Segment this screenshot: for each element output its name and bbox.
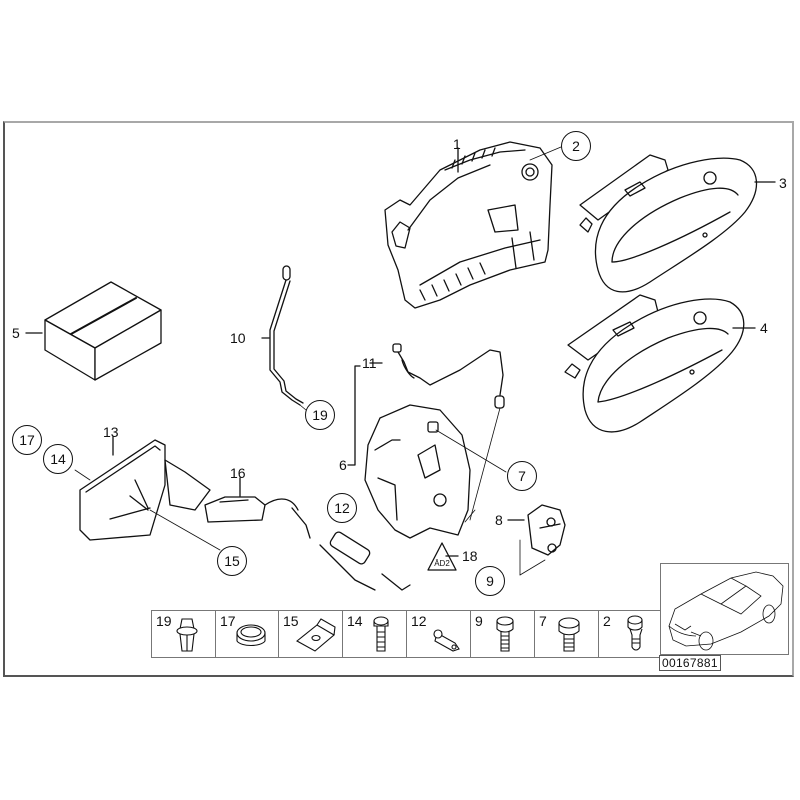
cable-connector[interactable] [264, 498, 411, 591]
callout-4[interactable]: 4 [760, 320, 768, 336]
torx-bolt-wide-icon [558, 617, 580, 652]
stepped-screw-icon [627, 615, 643, 651]
cover-part-13[interactable] [79, 439, 211, 541]
rod-part-10[interactable] [269, 265, 304, 406]
callout-circle-2[interactable]: 2 [561, 131, 591, 161]
striker-part-8[interactable] [527, 504, 566, 556]
tray-item-9[interactable]: 9 [471, 611, 535, 657]
callout-18[interactable]: 18 [462, 548, 478, 564]
callout-circle-15[interactable]: 15 [217, 546, 247, 576]
callout-6[interactable]: 6 [339, 457, 347, 473]
callout-10[interactable]: 10 [230, 330, 246, 346]
door-lock-part-6[interactable] [364, 404, 471, 539]
callout-5[interactable]: 5 [12, 325, 20, 341]
callout-circle-9[interactable]: 9 [475, 566, 505, 596]
torx-screw-short-icon [373, 616, 389, 652]
tray-item-17[interactable]: 17 [216, 611, 279, 657]
seal-part-16[interactable] [204, 496, 266, 523]
tray-item-label: 12 [411, 613, 427, 629]
tray-item-label: 2 [603, 613, 611, 629]
callout-3[interactable]: 3 [779, 175, 787, 191]
cable-holder-clip-icon [433, 629, 460, 652]
callout-circle-17[interactable]: 17 [12, 425, 42, 455]
svg-text:ĀD2: ĀD2 [434, 559, 450, 568]
callout-11[interactable]: 11 [362, 355, 377, 371]
tray-item-label: 15 [283, 613, 299, 629]
handle-carrier-part-1[interactable] [384, 141, 553, 309]
tray-item-label: 9 [475, 613, 483, 629]
callout-circle-7[interactable]: 7 [507, 461, 537, 491]
callout-leaders [74, 146, 562, 576]
bracket-line-6-11 [347, 362, 383, 466]
callout-circle-12[interactable]: 12 [327, 493, 357, 523]
tray-item-label: 17 [220, 613, 236, 629]
tray-item-12[interactable]: 12 [407, 611, 471, 657]
small-parts-tray: 19 17 15 14 12 [151, 610, 664, 658]
tray-item-label: 7 [539, 613, 547, 629]
callout-circle-19[interactable]: 19 [305, 400, 335, 430]
tray-item-7[interactable]: 7 [535, 611, 599, 657]
diagram-frame [3, 121, 794, 677]
callout-8[interactable]: 8 [495, 512, 503, 528]
callout-16[interactable]: 16 [230, 465, 246, 481]
callout-circle-14[interactable]: 14 [43, 444, 73, 474]
callout-1[interactable]: 1 [453, 136, 461, 152]
diagram-reference-number: 00167881 [659, 655, 721, 671]
box-part-5[interactable] [44, 281, 162, 381]
car-outline-icon [668, 571, 784, 651]
expanding-rivet-icon [176, 618, 198, 652]
tray-item-label: 19 [156, 613, 172, 629]
tray-item-label: 14 [347, 613, 363, 629]
vehicle-inset[interactable] [660, 563, 789, 655]
callout-13[interactable]: 13 [103, 424, 119, 440]
tray-item-15[interactable]: 15 [279, 611, 343, 657]
grommet-plug-icon [236, 624, 266, 647]
door-handle-part-4[interactable] [564, 294, 745, 433]
torx-bolt-icon [496, 616, 514, 652]
spring-nut-clip-icon [296, 618, 336, 652]
tray-item-19[interactable]: 19 [152, 611, 216, 657]
door-handle-part-3[interactable] [579, 154, 758, 293]
tray-item-14[interactable]: 14 [343, 611, 407, 657]
bowden-cable-part-11[interactable] [392, 343, 505, 409]
tray-item-2[interactable]: 2 [599, 611, 663, 657]
